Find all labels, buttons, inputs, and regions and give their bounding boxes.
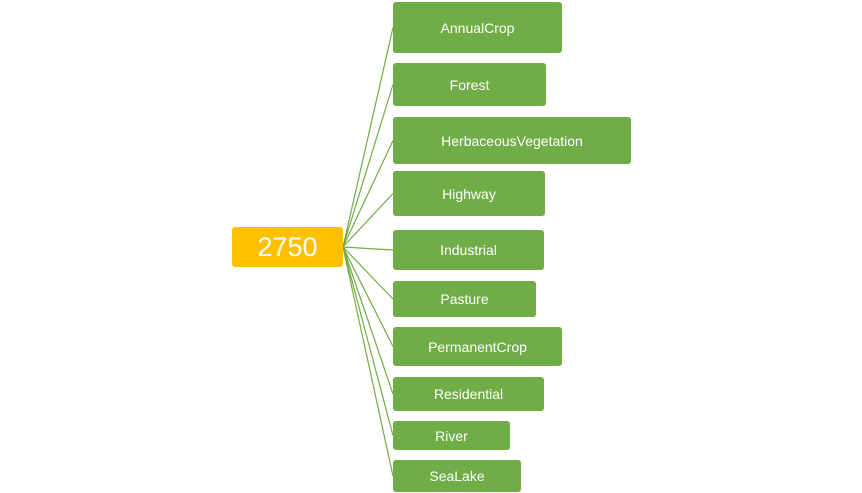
category-label: Industrial bbox=[440, 242, 497, 258]
connector-line-1 bbox=[342, 84, 394, 248]
connector-line-5 bbox=[342, 246, 394, 300]
category-node-herbaceousvegetation: HerbaceousVegetation bbox=[393, 117, 631, 164]
category-label: Pasture bbox=[440, 291, 489, 307]
category-label: Residential bbox=[433, 386, 504, 402]
category-label: River bbox=[435, 427, 468, 444]
connector-line-8 bbox=[342, 246, 394, 436]
category-label: AnnualCrop bbox=[440, 19, 515, 36]
root-node: 2750 bbox=[232, 227, 343, 267]
category-node-permanentcrop: PermanentCrop bbox=[393, 327, 562, 366]
connector-line-9 bbox=[342, 246, 394, 477]
category-label: HerbaceousVegetation bbox=[441, 132, 583, 149]
category-node-forest: Forest bbox=[393, 63, 546, 106]
category-node-sealake: SeaLake bbox=[393, 460, 521, 492]
category-node-residential: Residential bbox=[393, 377, 544, 411]
category-node-highway: Highway bbox=[393, 171, 545, 216]
category-label: SeaLake bbox=[429, 468, 485, 484]
category-label: Forest bbox=[449, 76, 490, 93]
category-node-river: River bbox=[393, 421, 510, 450]
category-node-pasture: Pasture bbox=[393, 281, 536, 317]
category-label: PermanentCrop bbox=[428, 338, 527, 355]
connector-line-2 bbox=[342, 140, 394, 248]
root-label: 2750 bbox=[257, 231, 318, 262]
category-node-annualcrop: AnnualCrop bbox=[393, 2, 562, 53]
connector-line-4 bbox=[342, 246, 394, 251]
category-node-industrial: Industrial bbox=[393, 230, 544, 270]
connector-line-0 bbox=[342, 27, 394, 248]
connector-line-6 bbox=[342, 246, 394, 347]
category-label: Highway bbox=[442, 185, 496, 202]
connector-line-7 bbox=[342, 246, 394, 395]
connector-line-3 bbox=[342, 193, 394, 248]
